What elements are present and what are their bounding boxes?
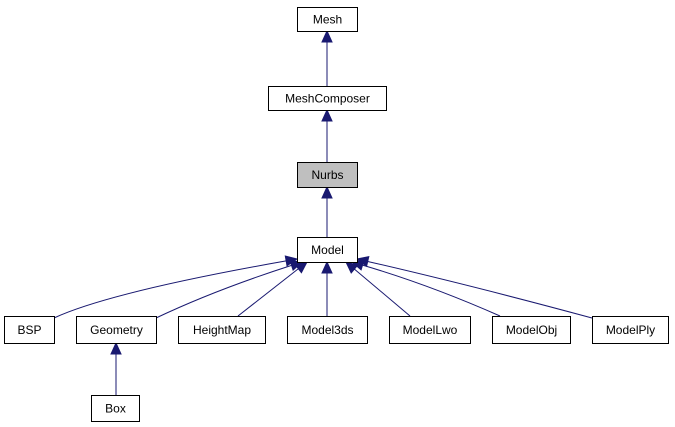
arrowhead-icon <box>294 261 308 274</box>
edge-box-to-geometry <box>110 341 122 395</box>
arrowhead-icon <box>321 108 333 122</box>
node-model[interactable]: Model <box>297 237 358 263</box>
node-geometry[interactable]: Geometry <box>76 316 157 344</box>
node-box[interactable] <box>297 162 358 188</box>
node-box[interactable] <box>287 316 368 344</box>
node-box[interactable] <box>592 316 669 344</box>
node-label: Box <box>105 402 126 416</box>
node-heightmap[interactable]: HeightMap <box>178 316 266 344</box>
edge-line <box>354 268 411 317</box>
node-box[interactable] <box>297 237 358 263</box>
arrowhead-icon <box>321 260 333 274</box>
node-label: Model3ds <box>301 323 353 337</box>
node-model3ds[interactable]: Model3ds <box>287 316 368 344</box>
edge-heightmap-to-model <box>237 261 308 317</box>
node-box[interactable] <box>389 316 471 344</box>
edge-line <box>367 260 593 319</box>
node-box[interactable] <box>268 86 387 111</box>
edge-geometry-to-model <box>155 260 304 319</box>
node-box[interactable] <box>91 395 140 422</box>
node-mesh[interactable]: Mesh <box>297 7 358 32</box>
node-label: ModelPly <box>606 323 655 337</box>
arrowhead-icon <box>321 185 333 199</box>
node-label: Mesh <box>313 13 342 27</box>
node-label: MeshComposer <box>285 92 370 106</box>
node-label: ModelLwo <box>403 323 458 337</box>
edge-line <box>362 264 501 317</box>
node-box[interactable]: Box <box>91 395 140 422</box>
arrowhead-icon <box>355 255 370 268</box>
node-label: HeightMap <box>193 323 251 337</box>
node-box[interactable] <box>4 316 55 344</box>
edge-modelply-to-model <box>355 255 593 319</box>
edge-line <box>155 264 292 319</box>
edges-layer <box>53 29 593 395</box>
node-meshcomposer[interactable]: MeshComposer <box>268 86 387 111</box>
node-label: Nurbs <box>311 168 343 182</box>
arrowhead-icon <box>110 341 122 355</box>
node-modellwo[interactable]: ModelLwo <box>389 316 471 344</box>
node-box[interactable] <box>492 316 571 344</box>
edge-model-to-nurbs <box>321 185 333 237</box>
edge-line <box>53 260 287 319</box>
node-label: ModelObj <box>506 323 557 337</box>
node-nurbs[interactable]: Nurbs <box>297 162 358 188</box>
node-box[interactable] <box>178 316 266 344</box>
node-modelobj[interactable]: ModelObj <box>492 316 571 344</box>
arrowhead-icon <box>321 29 333 43</box>
edge-nurbs-to-meshcomposer <box>321 108 333 162</box>
node-label: Model <box>311 243 344 257</box>
node-label: Geometry <box>90 323 143 337</box>
node-modelply[interactable]: ModelPly <box>592 316 669 344</box>
node-box[interactable] <box>76 316 157 344</box>
node-box[interactable] <box>297 7 358 32</box>
edge-model3ds-to-model <box>321 260 333 316</box>
node-bsp[interactable]: BSP <box>4 316 55 344</box>
edge-meshcomposer-to-mesh <box>321 29 333 86</box>
edge-line <box>237 268 299 317</box>
node-label: BSP <box>17 323 41 337</box>
